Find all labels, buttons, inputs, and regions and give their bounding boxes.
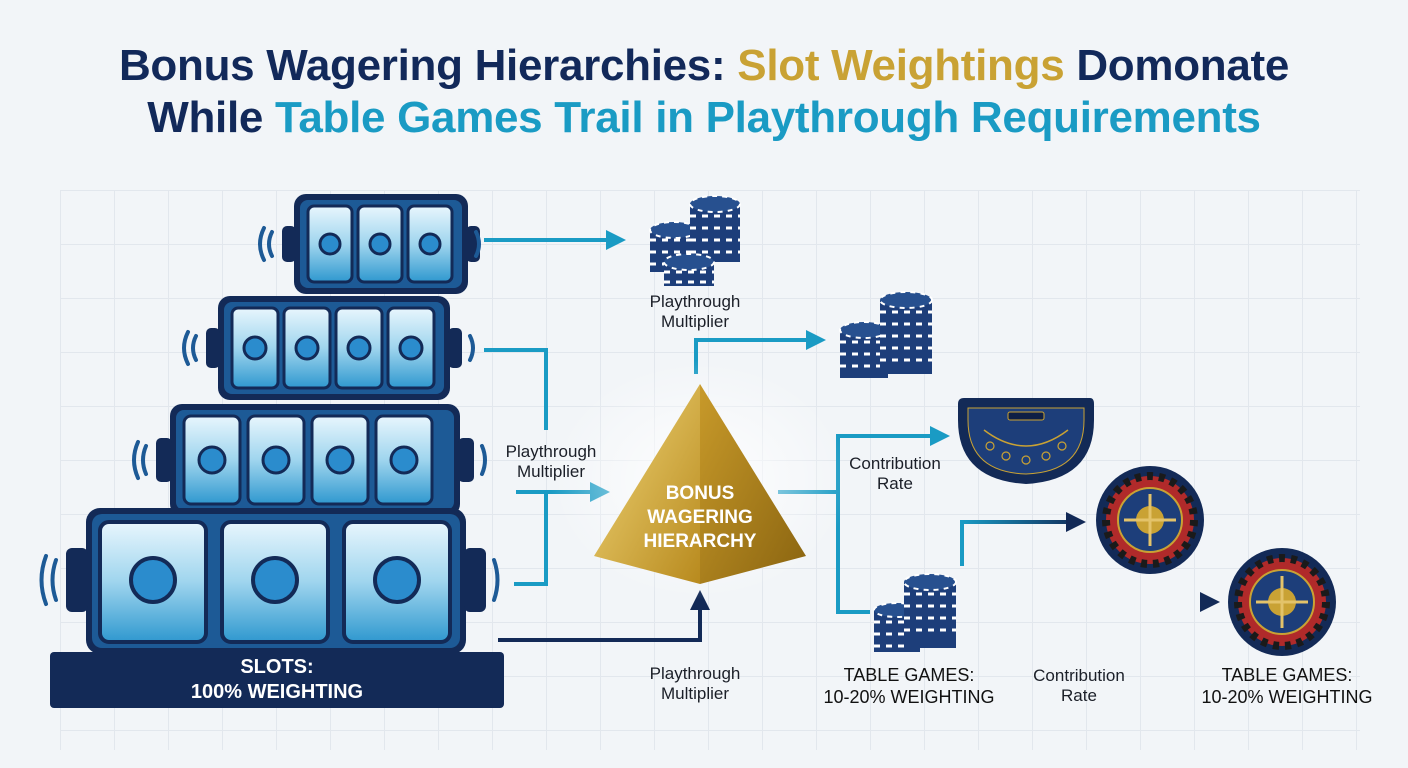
- label-line: Multiplier: [660, 684, 730, 703]
- label-line: 10-20% WEIGHTING: [823, 687, 995, 707]
- arrow-tier1-connector: [514, 492, 548, 586]
- label-line: Contribution: [1033, 666, 1125, 685]
- label-line: Multiplier: [516, 462, 586, 481]
- playthrough-label-mid: Playthrough Multiplier: [486, 442, 616, 482]
- playthrough-label-bottom: Playthrough Multiplier: [630, 664, 760, 704]
- label-line: Playthrough: [649, 664, 741, 683]
- title-part: Bonus Wagering Hierarchies:: [118, 41, 738, 90]
- arrow-tier3-connector: [484, 348, 548, 430]
- pyramid-label-line: WAGERING: [647, 507, 753, 528]
- pyramid-label-line: BONUS: [665, 483, 735, 504]
- contribution-rate-label-upper: Contribution Rate: [830, 454, 960, 494]
- poker-chips-icon: [649, 195, 741, 286]
- poker-chips-icon: [839, 291, 933, 378]
- title-highlight-slots: Slot Weightings: [737, 41, 1065, 90]
- pyramid-label: BONUS WAGERING HIERARCHY: [620, 482, 780, 554]
- playthrough-label-top: Playthrough Multiplier: [630, 292, 760, 332]
- title-part: Domonate: [1064, 41, 1290, 90]
- table-games-weighting-label-1: TABLE GAMES: 10-20% WEIGHTING: [818, 664, 1000, 708]
- title-highlight-table-games: Table Games Trail in Playthrough Require…: [275, 93, 1261, 142]
- table-games-weighting-label-2: TABLE GAMES: 10-20% WEIGHTING: [1196, 664, 1378, 708]
- title-part: While: [147, 93, 276, 142]
- chip-stack: [689, 195, 741, 262]
- slots-label-line: 100% WEIGHTING: [190, 681, 364, 703]
- contribution-rate-label-lower: Contribution Rate: [1014, 666, 1144, 706]
- label-line: Multiplier: [660, 312, 730, 331]
- label-line: TABLE GAMES:: [843, 665, 975, 685]
- pyramid-label-line: HIERARCHY: [643, 531, 757, 552]
- roulette-wheel-icon: [1096, 466, 1204, 574]
- slot-machine-icon: [39, 194, 500, 654]
- label-line: Rate: [1061, 686, 1097, 705]
- slots-weighting-label: SLOTS: 100% WEIGHTING: [50, 652, 504, 708]
- poker-chips-icon: [873, 573, 957, 652]
- title-line-2: While Table Games Trail in Playthrough R…: [0, 92, 1408, 144]
- title-line-1: Bonus Wagering Hierarchies: Slot Weighti…: [0, 40, 1408, 92]
- chip-stack: [879, 291, 933, 374]
- label-line: 10-20% WEIGHTING: [1201, 687, 1373, 707]
- label-line: Playthrough: [505, 442, 597, 461]
- label-line: TABLE GAMES:: [1221, 665, 1353, 685]
- arrow-to-roulette-1: [960, 512, 1086, 566]
- label-line: Rate: [877, 474, 913, 493]
- chip-stack: [663, 253, 715, 286]
- label-line: Playthrough: [649, 292, 741, 311]
- pyramid-icon: [550, 360, 850, 600]
- chip-stack: [903, 573, 957, 648]
- slots-label-line: SLOTS:: [240, 656, 314, 678]
- roulette-wheel-icon: [1228, 548, 1336, 656]
- label-line: Contribution: [849, 454, 941, 473]
- arrow-bottom-to-pyramid: [498, 590, 710, 642]
- page-title: Bonus Wagering Hierarchies: Slot Weighti…: [0, 40, 1408, 144]
- blackjack-table-icon: [958, 398, 1094, 484]
